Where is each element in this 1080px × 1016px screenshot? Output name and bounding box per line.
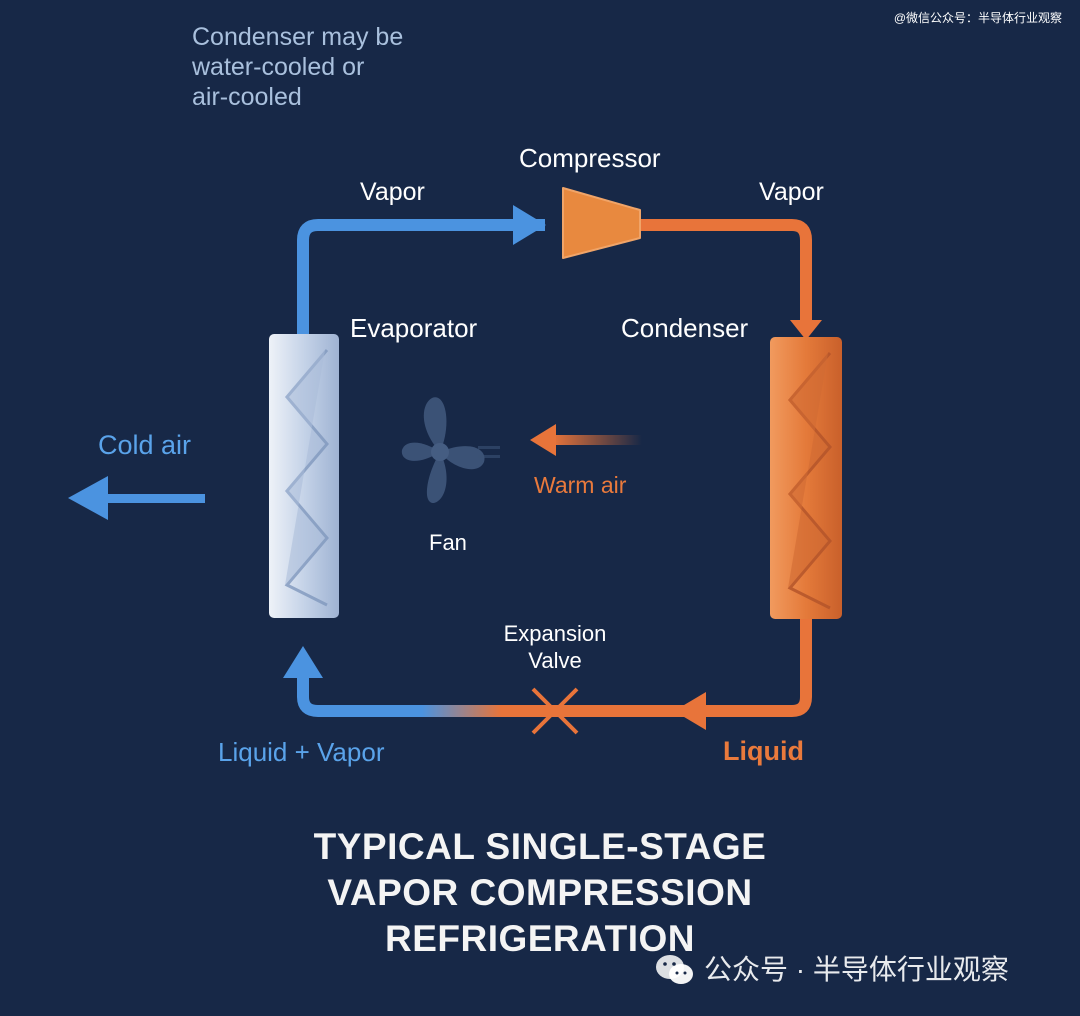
condenser-label: Condenser xyxy=(621,313,749,343)
condenser xyxy=(770,337,842,619)
title-line-2: VAPOR COMPRESSION xyxy=(327,872,753,913)
title-line-3: REFRIGERATION xyxy=(384,918,696,959)
expansion-valve-line-1: Expansion xyxy=(503,621,607,646)
cold-air-arrow xyxy=(68,476,205,520)
fan-label: Fan xyxy=(429,530,467,555)
cold-air-label: Cold air xyxy=(98,430,192,460)
liquid-vapor-label: Liquid + Vapor xyxy=(218,737,385,767)
fan-icon xyxy=(401,397,500,504)
vapor-arrow-right xyxy=(513,205,546,245)
note-line-1: Condenser may be xyxy=(192,23,404,51)
liquid-label: Liquid xyxy=(723,736,804,766)
compressor-label: Compressor xyxy=(519,143,661,173)
diagram-title: TYPICAL SINGLE-STAGE VAPOR COMPRESSION R… xyxy=(0,824,1080,962)
right-lower-pipe xyxy=(700,612,812,717)
condenser-note: Condenser may be water-cooled or air-coo… xyxy=(192,22,452,112)
wechat-icon xyxy=(656,955,693,984)
title-line-1: TYPICAL SINGLE-STAGE xyxy=(313,826,767,867)
watermark-top: @微信公众号：半导体行业观察 xyxy=(893,11,1062,25)
evaporator-label: Evaporator xyxy=(350,313,478,343)
compressor xyxy=(562,187,641,259)
evaporator-inlet-arrow xyxy=(283,646,323,678)
warm-air-arrow xyxy=(530,424,642,456)
top-right-pipe xyxy=(618,219,812,330)
expansion-valve-line-2: Valve xyxy=(528,648,582,674)
expansion-valve-label: Expansion Valve xyxy=(496,621,614,674)
vapor-right-label: Vapor xyxy=(759,178,824,206)
note-line-3: air-cooled xyxy=(192,83,302,111)
refrigerant-loop xyxy=(297,219,812,717)
expansion-valve xyxy=(531,687,579,735)
bottom-pipe xyxy=(297,675,700,717)
vapor-left-label: Vapor xyxy=(360,178,425,206)
condenser-inlet-arrow xyxy=(790,320,822,340)
watermark-bottom: 公众号 · 半导体行业观察 xyxy=(704,954,1009,985)
warm-air-label: Warm air xyxy=(534,472,627,498)
left-pipe xyxy=(297,219,545,340)
evaporator xyxy=(269,334,339,618)
note-line-2: water-cooled or xyxy=(192,53,365,81)
liquid-arrow-left xyxy=(674,692,706,730)
